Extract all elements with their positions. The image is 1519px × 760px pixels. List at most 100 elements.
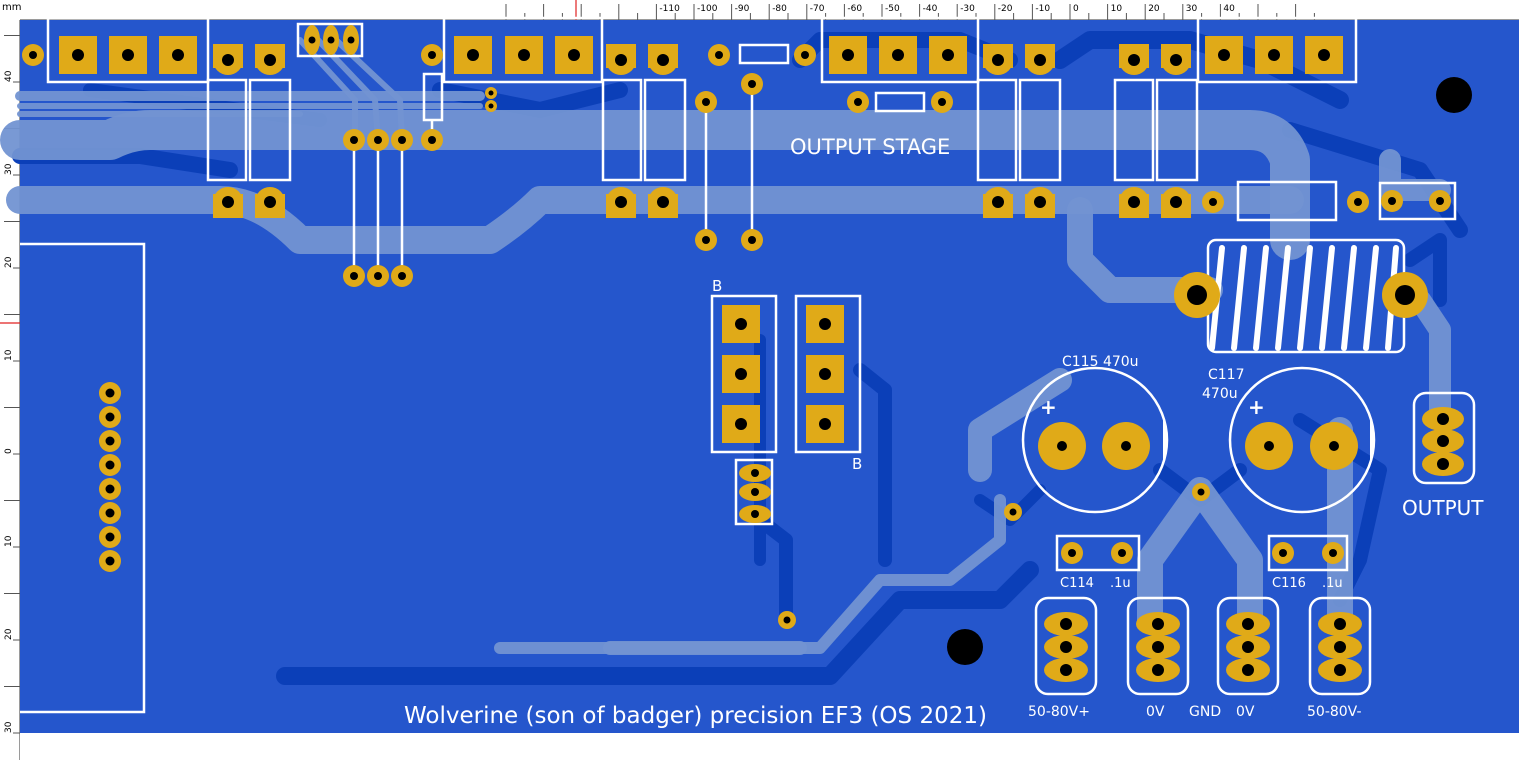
left-ruler-tick-label: 20 [4,256,14,268]
pad-drill [1329,441,1339,451]
label-gnd: GND [1189,704,1221,720]
pad-drill [1437,413,1449,425]
pad-drill [1395,285,1415,305]
pad-drill [1118,549,1126,557]
label-b-left: B [712,277,722,295]
label-plus-c115: + [1040,395,1057,419]
pad-drill [264,196,276,208]
ruler-unit-label: mm [2,2,22,13]
left-ruler-tick-label: 10 [4,349,14,361]
pad-drill [801,51,809,59]
left-ruler-tick-label: 30 [4,721,14,733]
top-ruler-tick-label: -80 [772,4,787,14]
pad-drill [105,508,115,518]
label-c115: C115 470u [1062,354,1139,370]
label-c114: C114 [1060,576,1094,591]
pad-drill [992,196,1004,208]
pad-drill [29,51,37,59]
pad-drill [992,54,1004,66]
label-output: OUTPUT [1402,496,1484,520]
pad-drill [1334,641,1346,653]
pad-drill [467,49,479,61]
top-ruler-tick-label: 20 [1148,4,1160,14]
board-title: OUTPUT STAGE [790,135,950,159]
cap-polarity-fill [1163,415,1168,465]
pad-drill [892,49,904,61]
pad-drill [842,49,854,61]
pad-drill [1334,664,1346,676]
pad-drill [347,36,355,44]
top-ruler-tick-label: 40 [1223,4,1235,14]
pad-drill [1218,49,1230,61]
silk-layer [20,16,1476,714]
pad-drill [735,418,747,430]
pad-drill [172,49,184,61]
pad-drill [1242,641,1254,653]
label-plus-c117: + [1248,395,1265,419]
pad-drill [819,318,831,330]
pad-drill [1170,54,1182,66]
pad-drill [105,484,115,494]
pad-drill [1197,488,1205,496]
pad-drill [657,54,669,66]
pad-drill [1068,549,1076,557]
top-ruler-tick-label: -110 [659,4,680,14]
pad-drill [72,49,84,61]
label-c117-value: 470u [1202,386,1238,402]
pad-drill [1279,549,1287,557]
cap-polarity-fill [1370,415,1375,465]
top-ruler-tick-label: -90 [735,4,750,14]
pad-drill [105,460,115,470]
pad-drill [819,368,831,380]
pad-drill [715,51,723,59]
pad-drill [428,51,436,59]
pad-drill [1264,441,1274,451]
top-ruler-tick-label: -30 [960,4,975,14]
top-ruler-tick-label: -50 [885,4,900,14]
pad-drill [374,136,382,144]
left-ruler-tick-label: 40 [4,70,14,82]
pad-drill [1209,198,1217,206]
pad-drill [1242,664,1254,676]
pad-drill [428,136,436,144]
pad-drill [308,36,316,44]
pad-drill [1034,54,1046,66]
pad-drill [1128,54,1140,66]
pad-drill [105,532,115,542]
pad-drill [568,49,580,61]
left-ruler-tick-label: 0 [4,448,14,454]
label-b-right: B [852,455,862,473]
pad-drill [222,54,234,66]
top-ruler-tick-label: -70 [810,4,825,14]
label-v-minus: 50-80V- [1307,704,1362,720]
pad-drill [105,388,115,398]
pad-drill [222,196,234,208]
label-0v-2: 0V [1236,704,1255,720]
pad-drill [751,510,759,518]
mounting-hole [947,629,983,665]
pad-drill [105,556,115,566]
pad-drill [105,412,115,422]
mounting-hole [1436,77,1472,113]
pad-drill [1187,285,1207,305]
top-ruler-tick-label: -60 [847,4,862,14]
pad-drill [350,272,358,280]
pad-drill [1057,441,1067,451]
pad-drill [657,196,669,208]
pad-drill [398,272,406,280]
pad-drill [374,272,382,280]
label-c116: C116 [1272,576,1306,591]
label-c114-value: .1u [1110,576,1131,591]
left-ruler-tick-label: 20 [4,628,14,640]
pad-drill [1060,664,1072,676]
pad-drill [1318,49,1330,61]
pad-drill [122,49,134,61]
pad-drill [1437,435,1449,447]
pad-drill [1329,549,1337,557]
pad-drill [942,49,954,61]
pad-drill [735,368,747,380]
pad-drill [1334,618,1346,630]
